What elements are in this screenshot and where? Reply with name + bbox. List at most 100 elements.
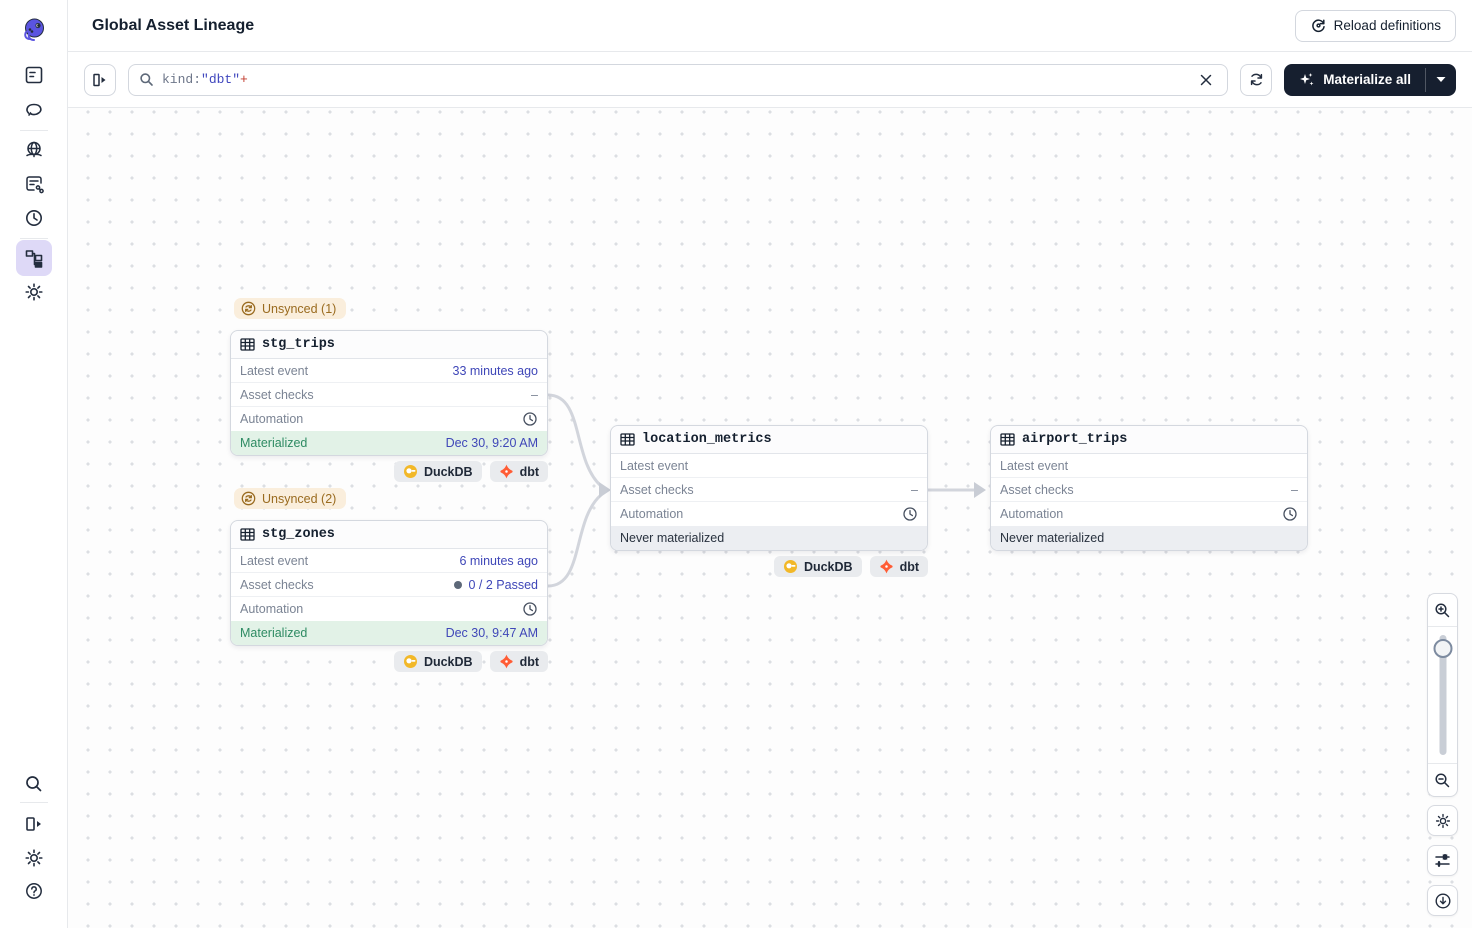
sidebar-divider <box>20 802 48 803</box>
dbt-tag[interactable]: dbt <box>489 461 548 482</box>
materialize-all-button[interactable]: Materialize all <box>1284 63 1456 96</box>
zoom-slider-handle[interactable] <box>1433 639 1452 658</box>
toggle-sidebar-button[interactable] <box>84 63 116 96</box>
materialized-timestamp[interactable]: Dec 30, 9:20 AM <box>445 436 538 450</box>
table-icon <box>240 338 255 351</box>
latest-event-row[interactable]: Latest event 6 minutes ago <box>231 549 547 573</box>
app-sidebar <box>0 0 68 928</box>
table-icon <box>620 433 635 446</box>
unsynced-badge[interactable]: Unsynced (2) <box>234 488 347 509</box>
latest-event-value[interactable]: 33 minutes ago <box>452 363 538 378</box>
asset-tags: DuckDB dbt <box>230 461 548 482</box>
automation-row[interactable]: Automation <box>231 597 547 621</box>
dbt-icon <box>499 464 513 479</box>
sidebar-divider <box>20 130 48 131</box>
asset-checks-row[interactable]: Asset checks – <box>991 478 1307 502</box>
zoom-in-button[interactable] <box>1428 594 1457 626</box>
recenter-view-button[interactable] <box>1427 885 1458 916</box>
unsynced-badge-label: Unsynced (1) <box>262 301 337 316</box>
latest-event-row[interactable]: Latest event <box>991 454 1307 478</box>
materialized-timestamp[interactable]: Dec 30, 9:47 AM <box>445 626 538 640</box>
row-label: Latest event <box>240 553 309 568</box>
clear-search-button[interactable] <box>1195 69 1217 91</box>
asset-node-stg-trips[interactable]: stg_trips Latest event 33 minutes ago As… <box>230 330 548 456</box>
asset-checks-value: – <box>1291 482 1298 497</box>
asset-name: location_metrics <box>642 432 772 447</box>
asset-checks-value: – <box>531 387 538 402</box>
search-query: kind:"dbt"+ <box>162 72 248 87</box>
lineage-canvas[interactable]: Unsynced (1) stg_trips Latest event 33 m… <box>68 108 1472 928</box>
asset-node-airport-trips[interactable]: airport_trips Latest event Asset checks … <box>990 425 1308 551</box>
zoom-slider[interactable] <box>1428 627 1457 763</box>
materialization-footer[interactable]: Materialized Dec 30, 9:47 AM <box>231 621 547 645</box>
asset-tags: DuckDB dbt <box>230 651 548 672</box>
latest-event-row[interactable]: Latest event 33 minutes ago <box>231 359 547 383</box>
sidebar-divider <box>20 238 48 239</box>
clock-icon <box>1283 507 1297 521</box>
unsynced-badge[interactable]: Unsynced (1) <box>234 298 347 319</box>
table-icon <box>1000 433 1015 446</box>
deployment-globe-icon[interactable] <box>16 132 52 168</box>
asset-node-header[interactable]: stg_zones <box>231 521 547 549</box>
title-bar: Global Asset Lineage Reload definitions <box>68 0 1472 52</box>
row-label: Latest event <box>620 458 689 473</box>
duckdb-tag[interactable]: DuckDB <box>393 651 482 672</box>
asset-node-stg-zones[interactable]: stg_zones Latest event 6 minutes ago Ass… <box>230 520 548 646</box>
dbt-tag[interactable]: dbt <box>869 556 928 577</box>
filter-settings-button[interactable] <box>1427 845 1458 876</box>
automation-row[interactable]: Automation <box>611 502 927 526</box>
materialization-footer[interactable]: Materialized Dec 30, 9:20 AM <box>231 431 547 455</box>
overview-icon[interactable] <box>16 57 52 93</box>
schedules-clock-icon[interactable] <box>16 200 52 236</box>
automation-row[interactable]: Automation <box>991 502 1307 526</box>
materialized-label: Materialized <box>240 626 308 640</box>
asset-node-header[interactable]: location_metrics <box>611 426 927 454</box>
table-icon <box>240 528 255 541</box>
asset-node-header[interactable]: stg_trips <box>231 331 547 359</box>
asset-checks-value: – <box>911 482 918 497</box>
check-status-dot <box>453 580 462 589</box>
zoom-control-panel <box>1427 593 1458 797</box>
expand-panel-icon[interactable] <box>16 806 52 842</box>
asset-search-input[interactable]: kind:"dbt"+ <box>128 63 1229 96</box>
asset-tags: DuckDB dbt <box>610 556 928 577</box>
help-icon[interactable] <box>16 873 52 909</box>
query-suffix: + <box>240 72 248 87</box>
duckdb-icon <box>403 655 417 668</box>
page-title: Global Asset Lineage <box>92 16 255 34</box>
asset-checks-value[interactable]: 0 / 2 Passed <box>468 577 539 592</box>
duckdb-tag[interactable]: DuckDB <box>393 461 482 482</box>
asset-checks-row[interactable]: Asset checks – <box>231 383 547 407</box>
zoom-slider-track[interactable] <box>1439 635 1446 755</box>
zoom-out-button[interactable] <box>1428 764 1457 796</box>
asset-node-location-metrics[interactable]: location_metrics Latest event Asset chec… <box>610 425 928 551</box>
row-label: Automation <box>620 507 684 521</box>
search-icon[interactable] <box>16 766 52 802</box>
search-icon <box>139 72 154 87</box>
row-label: Automation <box>1000 507 1064 521</box>
refresh-graph-button[interactable] <box>1240 63 1273 96</box>
settings-gear-icon[interactable] <box>16 274 52 310</box>
latest-event-value[interactable]: 6 minutes ago <box>459 553 538 568</box>
row-label: Asset checks <box>620 482 694 497</box>
asset-checks-row[interactable]: Asset checks – <box>611 478 927 502</box>
row-label: Automation <box>240 602 304 616</box>
asset-node-header[interactable]: airport_trips <box>991 426 1307 454</box>
dbt-tag[interactable]: dbt <box>489 651 548 672</box>
reload-definitions-label: Reload definitions <box>1333 18 1441 33</box>
automation-row[interactable]: Automation <box>231 407 547 431</box>
runs-icon[interactable] <box>16 91 52 127</box>
materialize-options-caret[interactable] <box>1426 64 1456 96</box>
never-materialized-label: Never materialized <box>620 531 725 545</box>
lineage-icon[interactable] <box>15 240 52 276</box>
jobs-icon[interactable] <box>16 166 52 202</box>
row-label: Latest event <box>240 363 309 378</box>
latest-event-row[interactable]: Latest event <box>611 454 927 478</box>
gear-icon[interactable] <box>16 840 52 876</box>
asset-checks-row[interactable]: Asset checks 0 / 2 Passed <box>231 573 547 597</box>
octopus-logo[interactable] <box>16 12 52 48</box>
duckdb-tag[interactable]: DuckDB <box>773 556 862 577</box>
reload-definitions-button[interactable]: Reload definitions <box>1294 9 1456 42</box>
graph-settings-button[interactable] <box>1427 805 1458 836</box>
never-materialized-label: Never materialized <box>1000 531 1105 545</box>
